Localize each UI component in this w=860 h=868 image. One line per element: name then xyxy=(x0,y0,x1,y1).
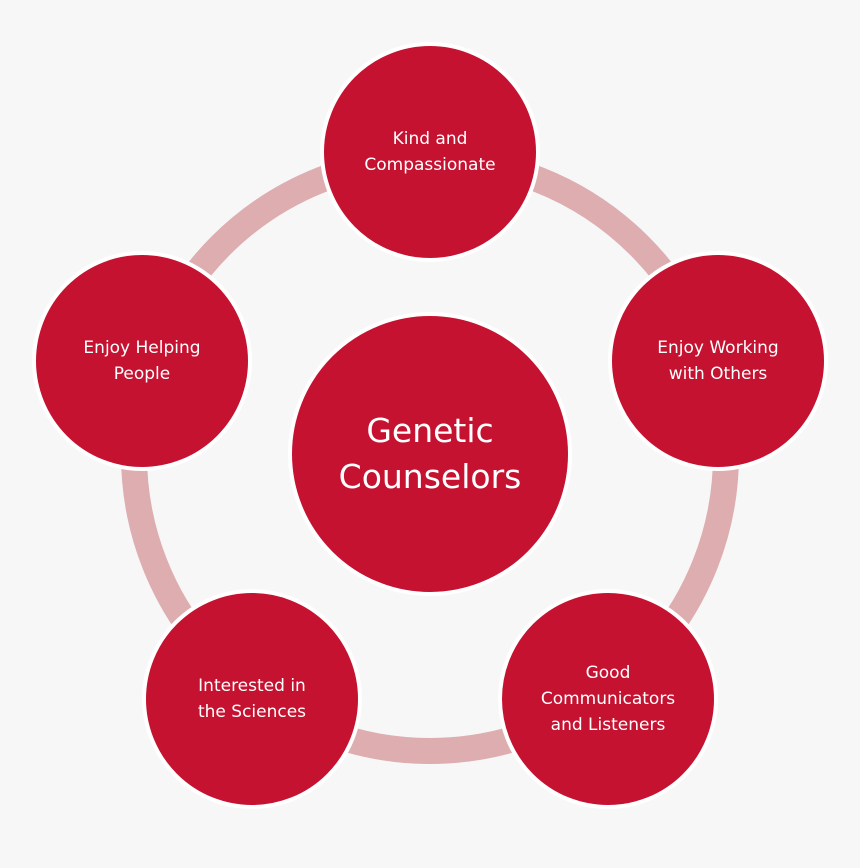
node-label: Enjoy Helping People xyxy=(83,338,201,384)
center-label: Genetic Counselors xyxy=(338,411,522,496)
node-kind-compassionate: Kind and Compassionate xyxy=(320,42,540,262)
node-label: Interested in the Sciences xyxy=(197,676,307,722)
node-interested-in-sciences: Interested in the Sciences xyxy=(142,589,362,809)
node-label: Good Communicators and Listeners xyxy=(540,663,676,735)
node-enjoy-helping-people: Enjoy Helping People xyxy=(32,251,252,471)
node-enjoy-working-with-others: Enjoy Working with Others xyxy=(608,251,828,471)
node-good-communicators: Good Communicators and Listeners xyxy=(498,589,718,809)
center-node-genetic-counselors: Genetic Counselors xyxy=(288,312,572,596)
node-label: Kind and Compassionate xyxy=(364,129,496,175)
node-label: Enjoy Working with Others xyxy=(657,338,779,384)
